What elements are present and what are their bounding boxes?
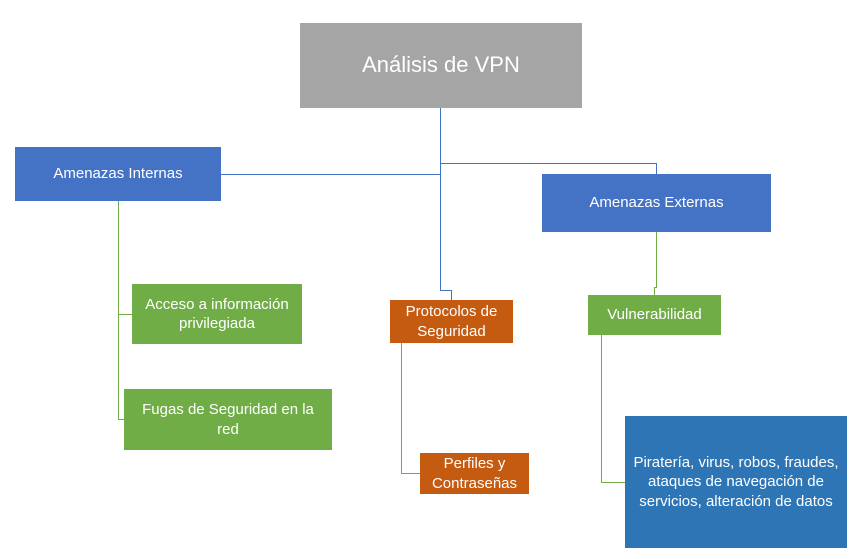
root-node-analisis-vpn: Análisis de VPN: [300, 23, 582, 108]
node-amenazas-externas: Amenazas Externas: [542, 174, 771, 232]
node-amenazas-internas: Amenazas Internas: [15, 147, 221, 201]
node-pirateria: Piratería, virus, robos, fraudes, ataque…: [625, 416, 847, 548]
connector-externas-vulnerabilidad: [654, 232, 657, 295]
node-acceso-informacion: Acceso a información privilegiada: [132, 284, 302, 344]
connector-protocolos-perfiles: [401, 343, 420, 474]
node-protocolos-seguridad: Protocolos de Seguridad: [390, 300, 513, 343]
connector-root-externas: [440, 163, 657, 174]
node-perfiles-contrasenas: Perfiles y Contraseñas: [420, 453, 529, 494]
connector-root-internas: [221, 108, 441, 175]
connector-internas-acceso: [118, 201, 132, 315]
connector-vulnerabilidad-pirateria: [601, 335, 625, 483]
connector-root-protocolos: [440, 174, 452, 300]
node-fugas-seguridad: Fugas de Seguridad en la red: [124, 389, 332, 450]
node-vulnerabilidad: Vulnerabilidad: [588, 295, 721, 335]
connector-internas-fugas: [118, 314, 124, 420]
